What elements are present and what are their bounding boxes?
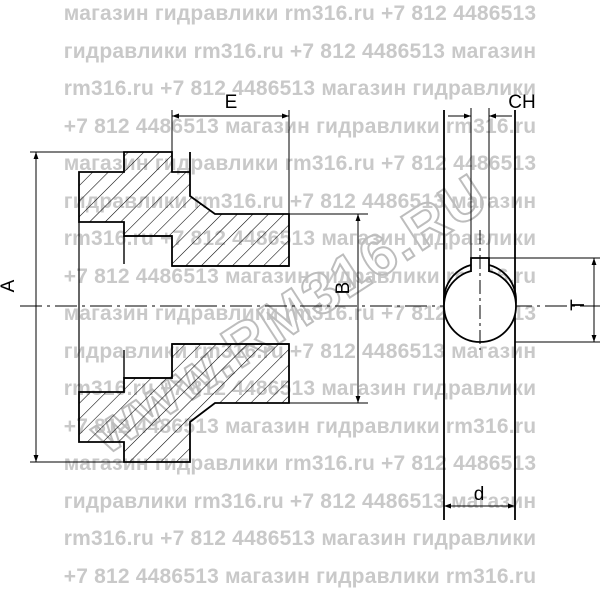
dimension-label-A: A: [0, 279, 19, 292]
dimension-label-d: d: [474, 484, 485, 505]
watermark-line: +7 812 4486513 магазин гидравлики rm316.…: [63, 114, 537, 138]
upper-section-body: [78, 151, 290, 267]
watermark-line: гидравлики rm316.ru +7 812 4486513 магаз…: [63, 39, 537, 63]
dimension-label-T: T: [568, 299, 589, 311]
watermark-line: rm316.ru +7 812 4486513 магазин гидравли…: [63, 77, 537, 100]
dimension-A: A: [0, 151, 124, 463]
dimension-d: d: [443, 342, 516, 512]
dimension-E: E: [171, 92, 290, 214]
dimension-B: B: [289, 213, 368, 404]
watermark-line: rm316.ru +7 812 4486513 магазин гидравли…: [63, 527, 537, 550]
watermark-line: магазин гидравлики rm316.ru +7 812 44865…: [63, 302, 537, 325]
dimension-label-E: E: [225, 92, 238, 113]
lower-section-body: [78, 343, 290, 463]
watermark-line: +7 812 4486513 магазин гидравлики rm316.…: [63, 564, 537, 588]
dimension-T: T: [489, 257, 600, 343]
watermark-line: +7 812 4486513 магазин гидравлики rm316.…: [63, 264, 537, 288]
dimension-label-B: B: [333, 282, 354, 295]
dimension-label-CH: CH: [508, 92, 535, 113]
watermark-line: гидравлики rm316.ru +7 812 4486513 магаз…: [63, 489, 537, 513]
watermark-line: магазин гидравлики rm316.ru +7 812 44865…: [63, 152, 537, 175]
watermark-line: магазин гидравлики rm316.ru +7 812 44865…: [63, 2, 537, 25]
dimension-CH: CH: [448, 92, 536, 258]
